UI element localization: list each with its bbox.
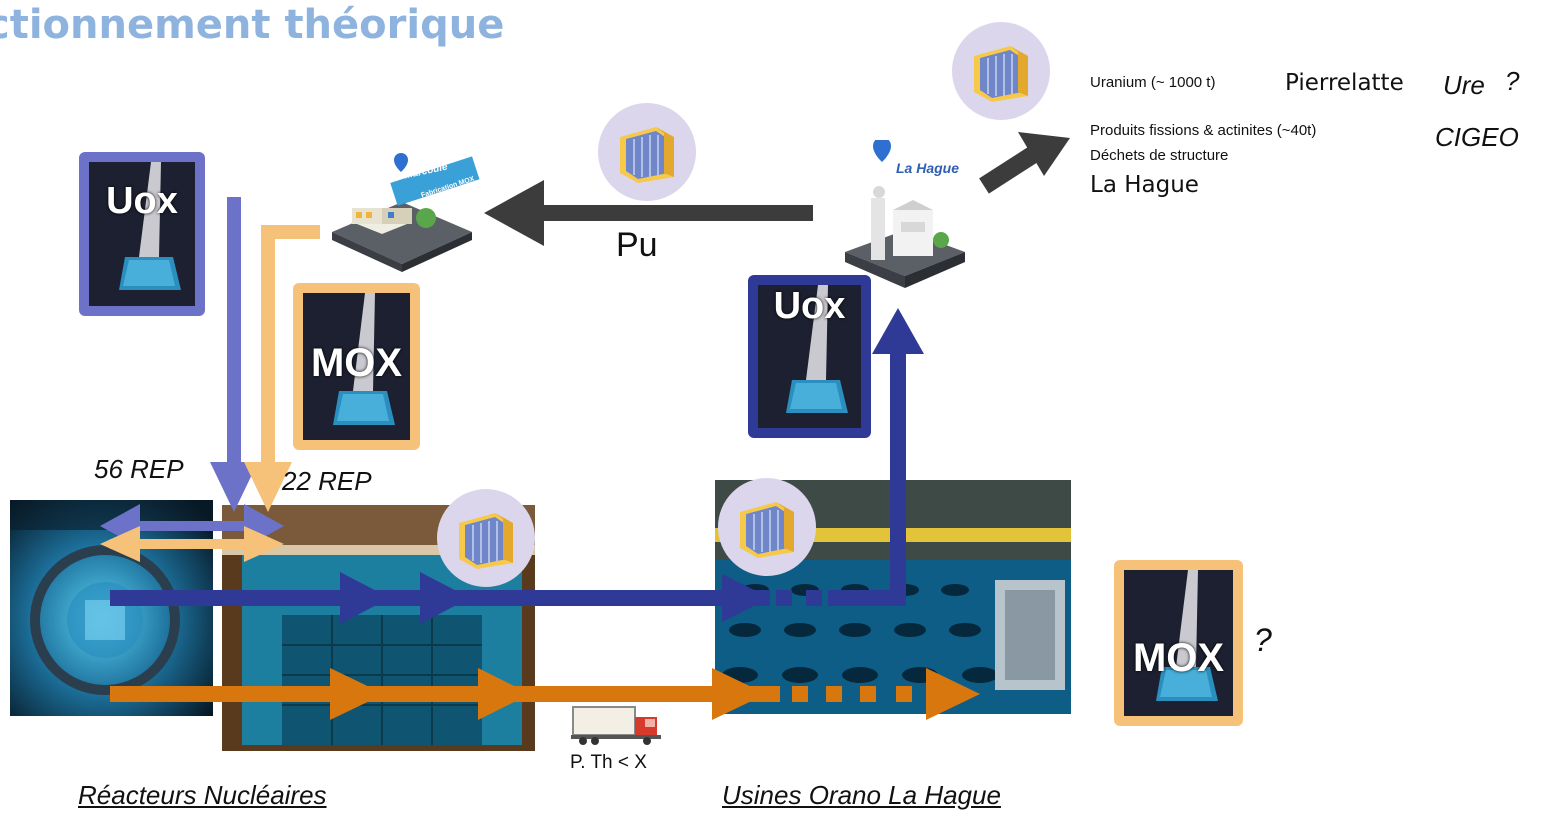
mox-label: MOX xyxy=(310,341,403,385)
reactors-caption: Réacteurs Nucléaires xyxy=(78,780,327,810)
mox-label-right: MOX xyxy=(1132,636,1225,680)
output-cigeo-label: CIGEO xyxy=(1435,122,1519,152)
cask-icon-top xyxy=(952,22,1050,120)
reactor-count-uox: 56 REP xyxy=(94,454,184,484)
marcoule-site-illustration xyxy=(322,152,482,274)
cask-icon-transport xyxy=(598,103,696,201)
mox-fuel-card-right: MOX xyxy=(1114,560,1243,726)
cask-icon-lahague xyxy=(718,478,816,576)
cask-icon-reactor xyxy=(437,489,535,587)
output-arrow xyxy=(979,142,1045,194)
lahague-name-text: La Hague xyxy=(896,160,960,176)
pu-arrowhead xyxy=(484,180,544,246)
output-ure-question: ? xyxy=(1505,66,1520,96)
output-lahague-label: La Hague xyxy=(1090,172,1199,198)
uox-fuel-card-top-left: Uox xyxy=(79,152,205,316)
transport-threshold-label: P. Th < X xyxy=(570,752,647,773)
uox-fuel-card-spent: Uox xyxy=(748,275,871,438)
page-title: ctionnement théorique xyxy=(0,2,505,48)
truck-icon xyxy=(569,703,669,747)
uox-up-arrowhead xyxy=(872,308,924,354)
mox-fuel-card-center: MOX xyxy=(293,283,420,450)
plant-caption: Usines Orano La Hague xyxy=(722,780,1001,810)
reactor-count-mox: 22 REP xyxy=(282,466,372,496)
output-arrowhead xyxy=(1018,132,1070,176)
mox-question-mark: ? xyxy=(1254,622,1272,658)
output-uranium-label: Uranium (~ 1000 t) xyxy=(1090,74,1216,91)
pu-label: Pu xyxy=(616,226,658,264)
output-structure-label: Déchets de structure xyxy=(1090,147,1229,164)
lahague-site-illustration xyxy=(843,137,968,294)
output-pierrelatte-label: Pierrelatte xyxy=(1285,70,1404,96)
reactor-core-photo xyxy=(10,500,213,716)
uox-label-spent: Uox xyxy=(773,285,846,327)
output-ure-label: Ure xyxy=(1443,70,1485,100)
uox-label: Uox xyxy=(106,180,178,222)
output-fission-label: Produits fissions & actinites (~40t) xyxy=(1090,122,1317,139)
